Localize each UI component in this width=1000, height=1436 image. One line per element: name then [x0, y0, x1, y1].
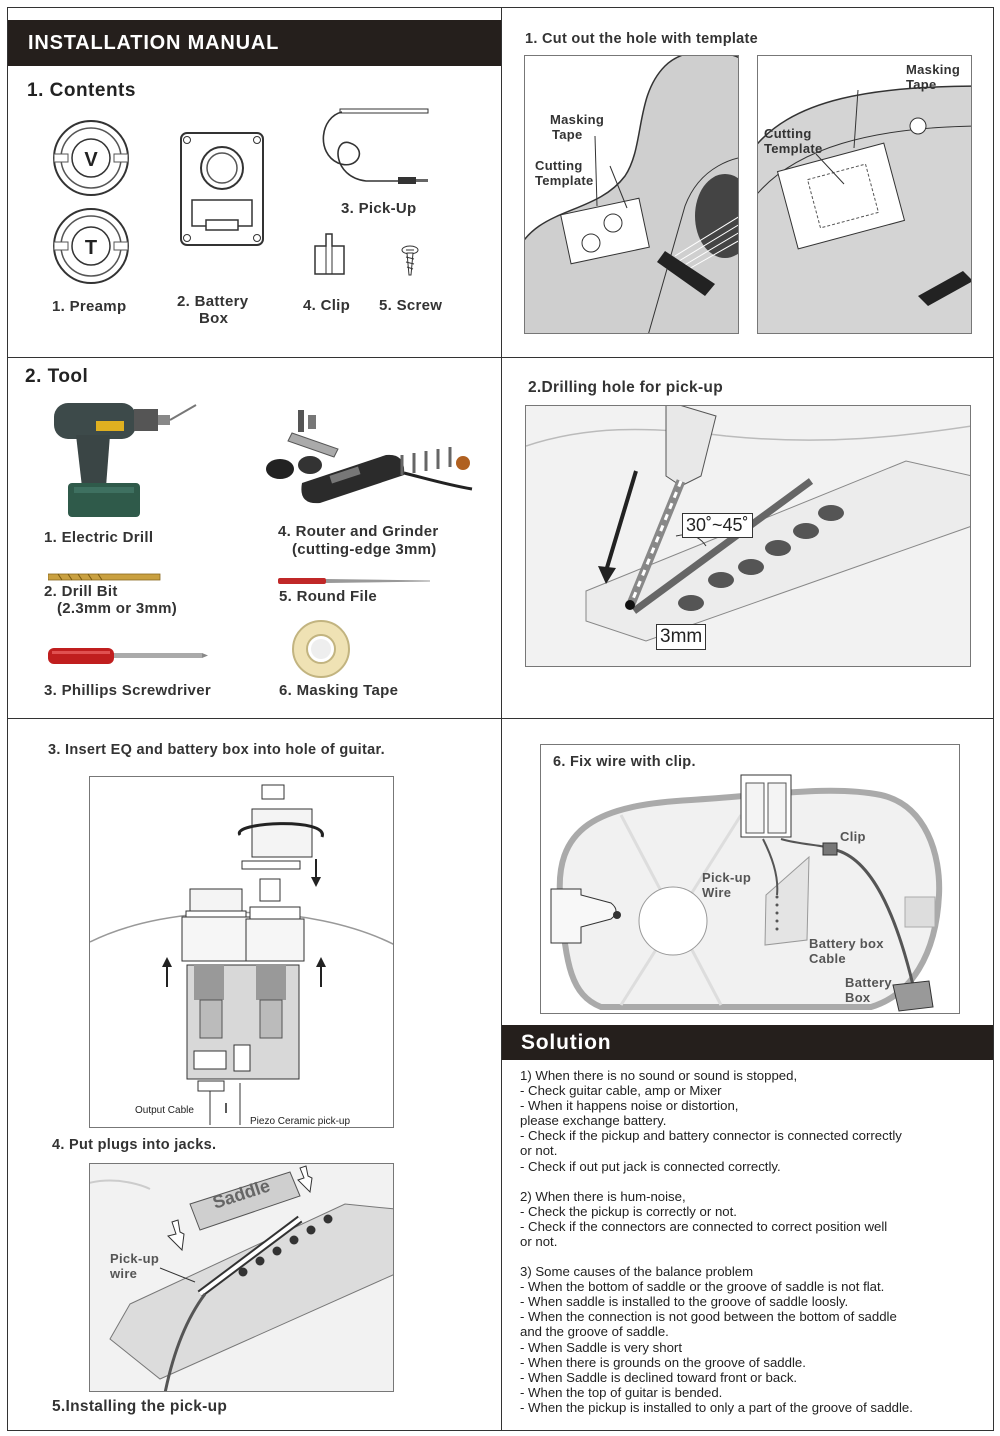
tool-screwdriver-label: 3. Phillips Screwdriver: [44, 682, 211, 699]
electric-drill-icon: [54, 403, 197, 517]
contents-preamp-label: 1. Preamp: [52, 298, 127, 315]
step4-pickup-figure: Saddle Pick-up wire: [89, 1163, 394, 1392]
step2-heading: 2.Drilling hole for pick-up: [528, 379, 723, 396]
contents-pickup-label: 3. Pick-Up: [341, 200, 417, 217]
drill-bit-icon: [48, 573, 161, 581]
manual-title-banner: INSTALLATION MANUAL: [8, 20, 501, 66]
solution-line: or not.: [520, 1143, 558, 1159]
screw-icon: [401, 245, 419, 276]
solution-line: - When Saddle is very short: [520, 1339, 682, 1355]
step6-pickup-wire-label-2: Wire: [702, 885, 732, 900]
solution-line: 2) When there is hum-noise,: [520, 1188, 686, 1204]
tone-knob-letter: T: [85, 237, 97, 259]
solution-line: please exchange battery.: [520, 1113, 667, 1129]
solution-line: - Check if the pickup and battery connec…: [520, 1128, 902, 1144]
solution-line: - Check guitar cable, amp or Mixer: [520, 1083, 722, 1099]
solution-line: - When the pickup is installed to only a…: [520, 1399, 913, 1415]
volume-knob-letter: V: [84, 149, 98, 171]
battery-box-illustration: [180, 132, 264, 246]
step4-pickup-wire-label-2: wire: [110, 1266, 138, 1281]
clip-illustration: [314, 233, 345, 275]
step3-insert-figure: Output Cable Piezo Ceramic pick-up: [89, 776, 394, 1128]
tool-file-label: 5. Round File: [279, 588, 378, 605]
angle-range-label: 30˚~45˚: [682, 513, 753, 538]
solution-line: - Check the pickup is correctly or not.: [520, 1203, 737, 1219]
tool-drill-label: 1. Electric Drill: [44, 529, 154, 546]
contents-battery-label-1: 2. Battery: [177, 293, 249, 310]
step1-left-tmpl-label-1: Cutting: [535, 158, 583, 173]
contents-battery-label-2: Box: [199, 310, 229, 327]
tool-bit-label-1: 2. Drill Bit: [44, 583, 118, 600]
tool-tape-label: 6. Masking Tape: [279, 682, 399, 699]
step6-battery-cable-label-1: Battery box: [809, 936, 884, 951]
volume-knob-icon: V: [53, 120, 129, 196]
step1-right-figure: Masking Tape Cutting Template: [757, 55, 972, 334]
step1-left-mask-label-2: Tape: [552, 127, 583, 142]
tool-heading: 2. Tool: [25, 366, 89, 387]
solution-spacer: [520, 1174, 980, 1189]
preamp-knobs-illustration: V T: [53, 120, 129, 284]
solution-line: or not.: [520, 1233, 558, 1249]
step1-right-mask-label-2: Tape: [906, 77, 937, 92]
page-title: INSTALLATION MANUAL: [28, 32, 280, 54]
solution-list: 1) When there is no sound or sound is st…: [520, 1068, 980, 1415]
solution-line: - When Saddle is declined toward front o…: [520, 1369, 798, 1385]
step5-heading: 5.Installing the pick-up: [52, 1398, 228, 1415]
solution-spacer: [520, 1249, 980, 1264]
solution-line: - When it happens noise or distortion,: [520, 1098, 739, 1114]
step1-left-mask-label-1: Masking: [550, 112, 605, 127]
step6-clip-label: Clip: [840, 829, 866, 844]
router-grinder-icon: [266, 410, 473, 504]
tone-knob-icon: T: [53, 208, 129, 284]
masking-tape-icon: [292, 620, 350, 678]
step1-left-tmpl-label-2: Template: [535, 173, 594, 188]
step6-battery-box-label-2: Box: [845, 990, 871, 1005]
step1-heading: 1. Cut out the hole with template: [525, 31, 759, 47]
step1-right-tmpl-label-1: Cutting: [764, 126, 812, 141]
step4-heading: 4. Put plugs into jacks.: [52, 1137, 217, 1153]
screwdriver-icon: [48, 648, 208, 664]
solution-line: - When the connection is not good betwee…: [520, 1309, 897, 1325]
tool-router-label-1: 4. Router and Grinder: [278, 523, 439, 540]
solution-line: - Check if the connectors are connected …: [520, 1218, 888, 1234]
solution-line: - Check if out put jack is connected cor…: [520, 1158, 781, 1174]
contents-heading: 1. Contents: [27, 80, 136, 101]
solution-line: - When saddle is installed to the groove…: [520, 1294, 849, 1310]
step6-clip-figure: 6. Fix wire with clip. Clip Pick-up Wire…: [540, 744, 960, 1014]
solution-line: - When there is grounds on the groove of…: [520, 1354, 806, 1370]
solution-line: - When the top of guitar is bended.: [520, 1384, 723, 1400]
step3-heading: 3. Insert EQ and battery box into hole o…: [48, 742, 385, 758]
solution-panel: [501, 718, 994, 1431]
pickup-cable-illustration: [322, 108, 429, 184]
solution-title: Solution: [521, 1031, 612, 1054]
hole-size-label: 3mm: [656, 624, 707, 650]
solution-line: 1) When there is no sound or sound is st…: [520, 1068, 798, 1083]
piezo-label: Piezo Ceramic pick-up: [250, 1116, 351, 1127]
output-cable-label: Output Cable: [135, 1105, 194, 1116]
step6-battery-box-label-1: Battery: [845, 975, 892, 990]
contents-screw-label: 5. Screw: [379, 297, 443, 314]
round-file-icon: [278, 578, 430, 584]
step1-right-tmpl-label-2: Template: [764, 141, 823, 156]
step2-drilling-figure: 30˚~45˚ 3mm: [525, 405, 971, 667]
step1-right-mask-label-1: Masking: [906, 62, 961, 77]
solution-banner: Solution: [502, 1025, 993, 1060]
tool-bit-label-2: (2.3mm or 3mm): [57, 600, 178, 617]
solution-line: and the groove of saddle.: [520, 1324, 669, 1340]
contents-clip-label: 4. Clip: [303, 297, 351, 314]
tool-router-label-2: (cutting-edge 3mm): [292, 541, 437, 558]
step1-left-figure: Masking Tape Cutting Template: [524, 55, 739, 334]
step6-pickup-wire-label-1: Pick-up: [702, 870, 752, 885]
step6-battery-cable-label-2: Cable: [809, 951, 846, 966]
step6-heading: 6. Fix wire with clip.: [553, 754, 696, 770]
solution-line: 3) Some causes of the balance problem: [520, 1264, 754, 1280]
step4-pickup-wire-label-1: Pick-up: [110, 1251, 160, 1266]
solution-line: - When the bottom of saddle or the groov…: [520, 1279, 885, 1295]
